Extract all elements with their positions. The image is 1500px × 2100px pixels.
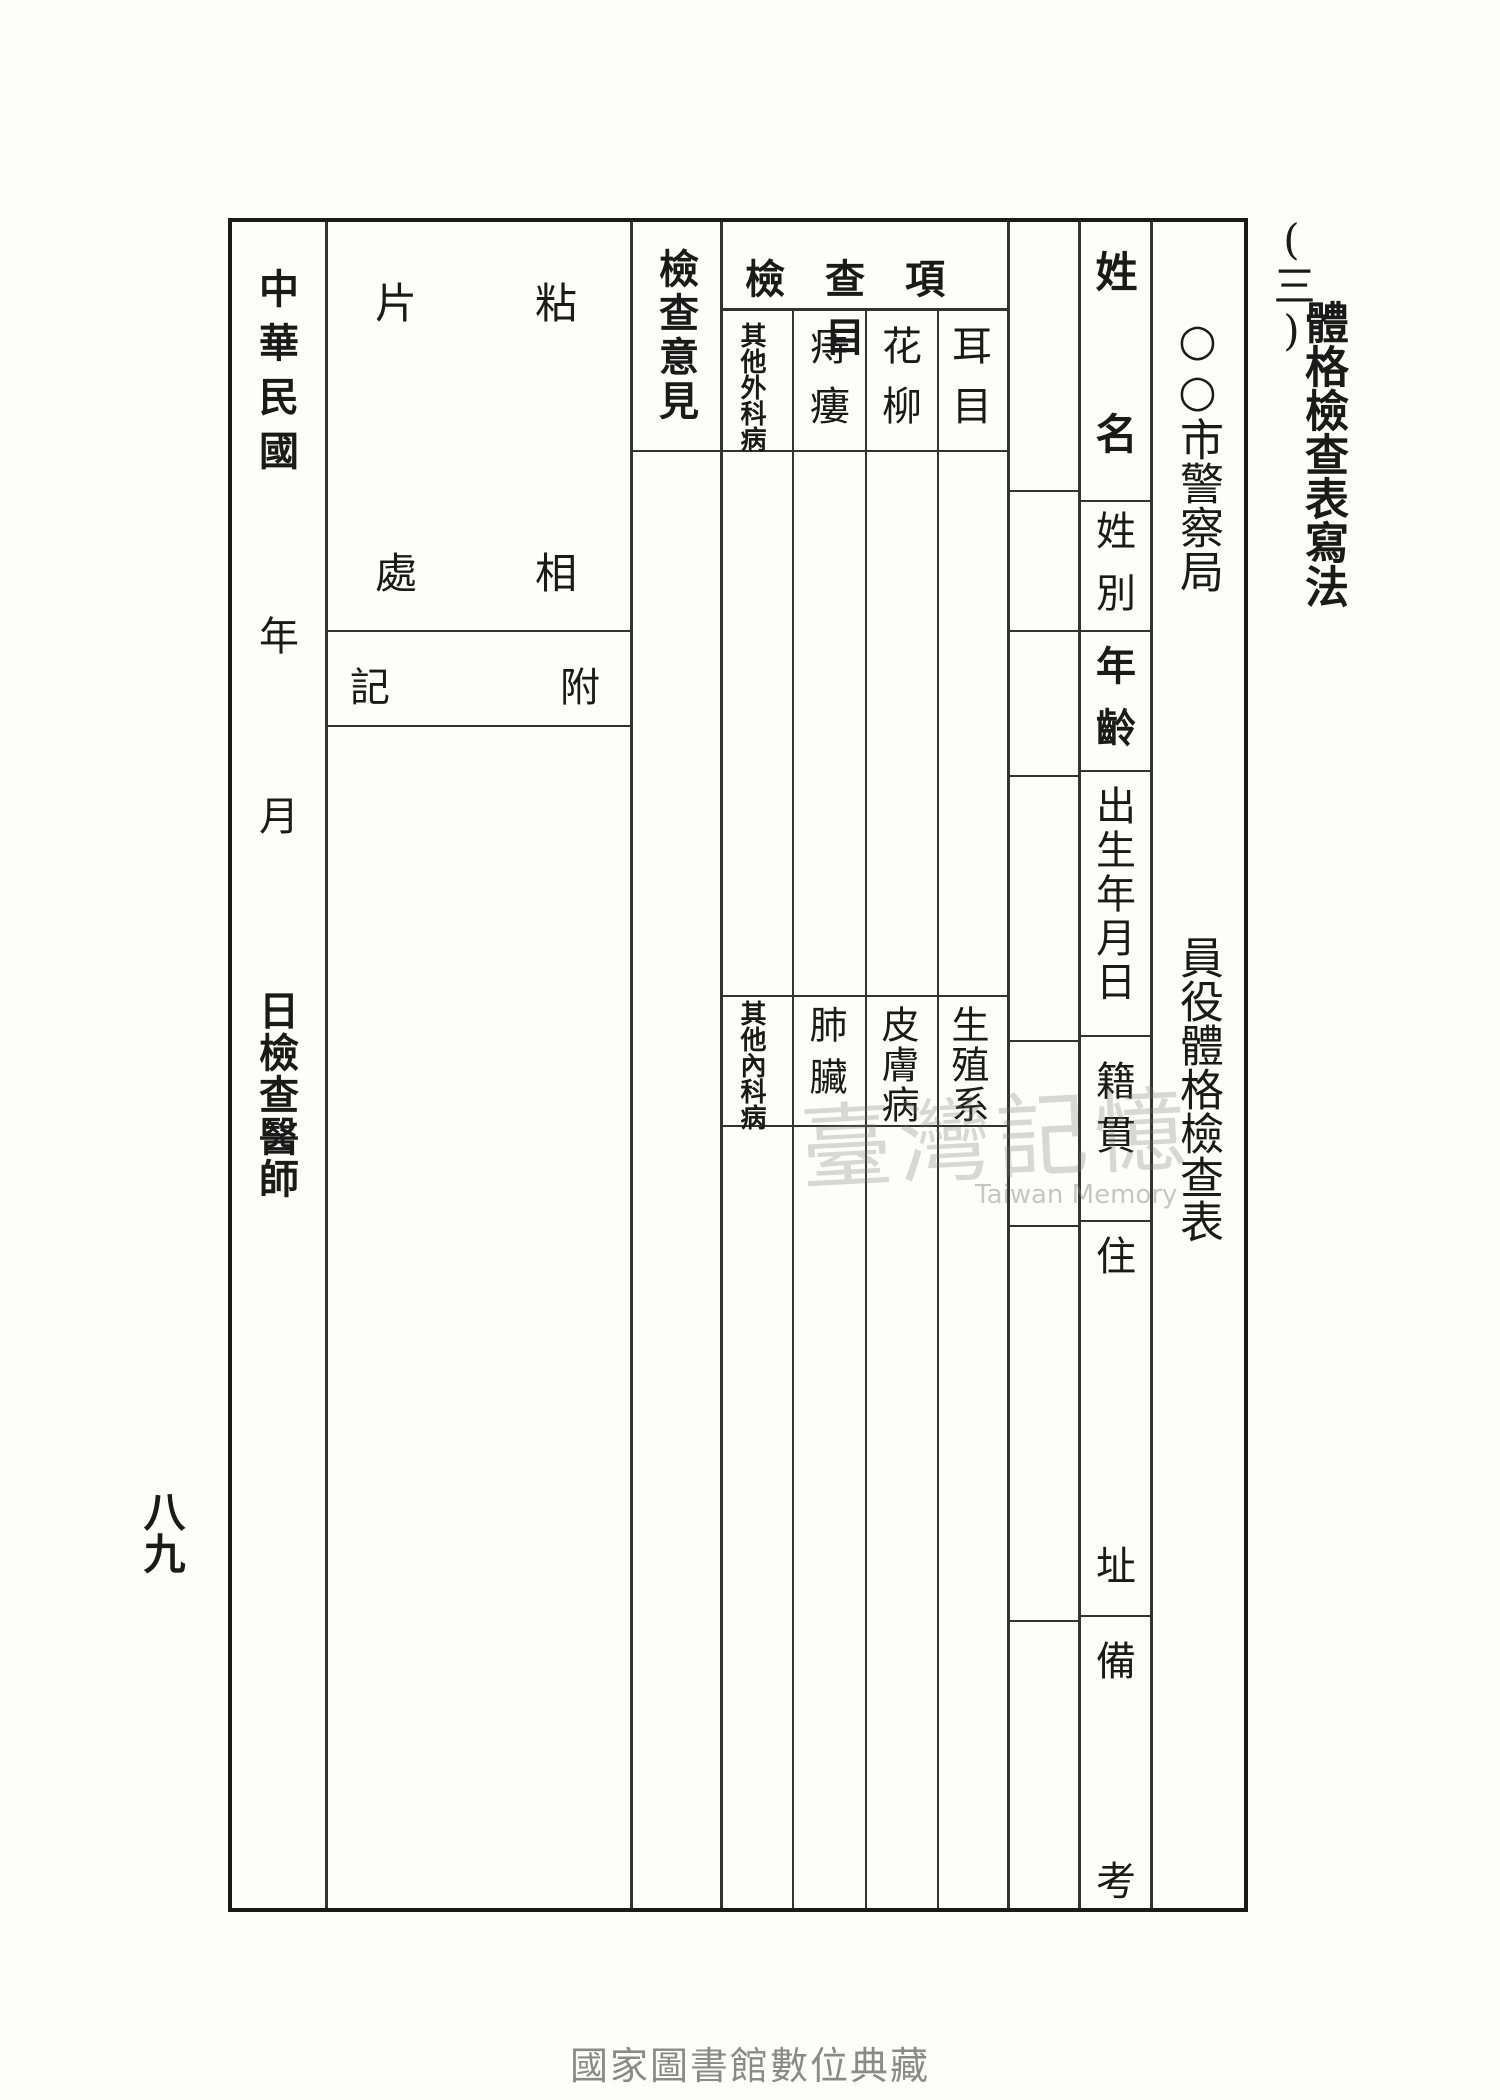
date-year: 年 (252, 615, 298, 655)
photo-char-2: 片 (375, 279, 418, 328)
date-col-right (325, 222, 328, 1908)
photo-char-1: 粘 (535, 279, 578, 328)
exam-item-other-surgical: 其他外科病 (736, 322, 766, 452)
exam-item-lungs: 肺臟 (803, 1005, 847, 1109)
section-number: (三) (1267, 215, 1316, 355)
exam-item-venereal: 花柳 (875, 325, 921, 445)
watermark-english: Taiwan Memory (975, 1180, 1178, 1210)
exam-item-other-internal: 其他內科病 (736, 1000, 766, 1130)
photo-char-4: 處 (375, 549, 418, 598)
issuer: ○○市警察局 (1172, 315, 1223, 593)
photo-char-3: 相 (535, 549, 578, 598)
date-day-doctor: 日檢查醫師 (252, 990, 299, 1200)
opinion-label: 檢查意見 (652, 248, 699, 424)
field-birth: 出生年月日 (1089, 785, 1135, 1005)
field-name: 姓名 (1089, 250, 1138, 574)
personal-col-right (1150, 222, 1153, 1908)
field-remarks: 備考 (1089, 1640, 1135, 2080)
exam-item-fistula: 痔瘻 (803, 325, 849, 445)
section-title: 體格檢查表寫法 (1297, 300, 1348, 608)
exam-item-skin: 皮膚病 (875, 1005, 919, 1125)
page-number: 八九 (137, 1490, 186, 1574)
field-sex: 姓別 (1089, 510, 1135, 634)
frame-bottom (228, 1908, 1248, 1912)
notes-char-1: 附 (560, 665, 600, 711)
frame-left (228, 218, 232, 1912)
frame-right (1244, 218, 1248, 1912)
notes-char-2: 記 (350, 665, 390, 711)
frame-top (228, 218, 1248, 222)
date-month: 月 (252, 795, 298, 835)
field-origin: 籍貫 (1089, 1060, 1135, 1168)
exam-block-left (720, 222, 723, 1908)
exam-item-reproductive: 生殖系 (945, 1005, 989, 1125)
exam-item-ear-eye: 耳目 (945, 325, 991, 445)
field-address: 住址 (1089, 1235, 1135, 1855)
personal-col-left (1078, 222, 1081, 1908)
exam-header-line (723, 308, 1007, 311)
form-title: 員役體格檢查表 (1172, 935, 1223, 1243)
footer-archive-credit: 國家圖書館數位典藏 (569, 2044, 930, 2088)
exam-header: 檢查項目 (745, 256, 985, 361)
opinion-col-left (630, 222, 633, 1908)
field-age: 年齡 (1089, 645, 1136, 769)
value-col-left (1007, 222, 1010, 1908)
photo-area-bottom (327, 630, 630, 632)
notes-header-bottom (327, 725, 630, 727)
date-republic: 中華民國 (252, 268, 299, 484)
